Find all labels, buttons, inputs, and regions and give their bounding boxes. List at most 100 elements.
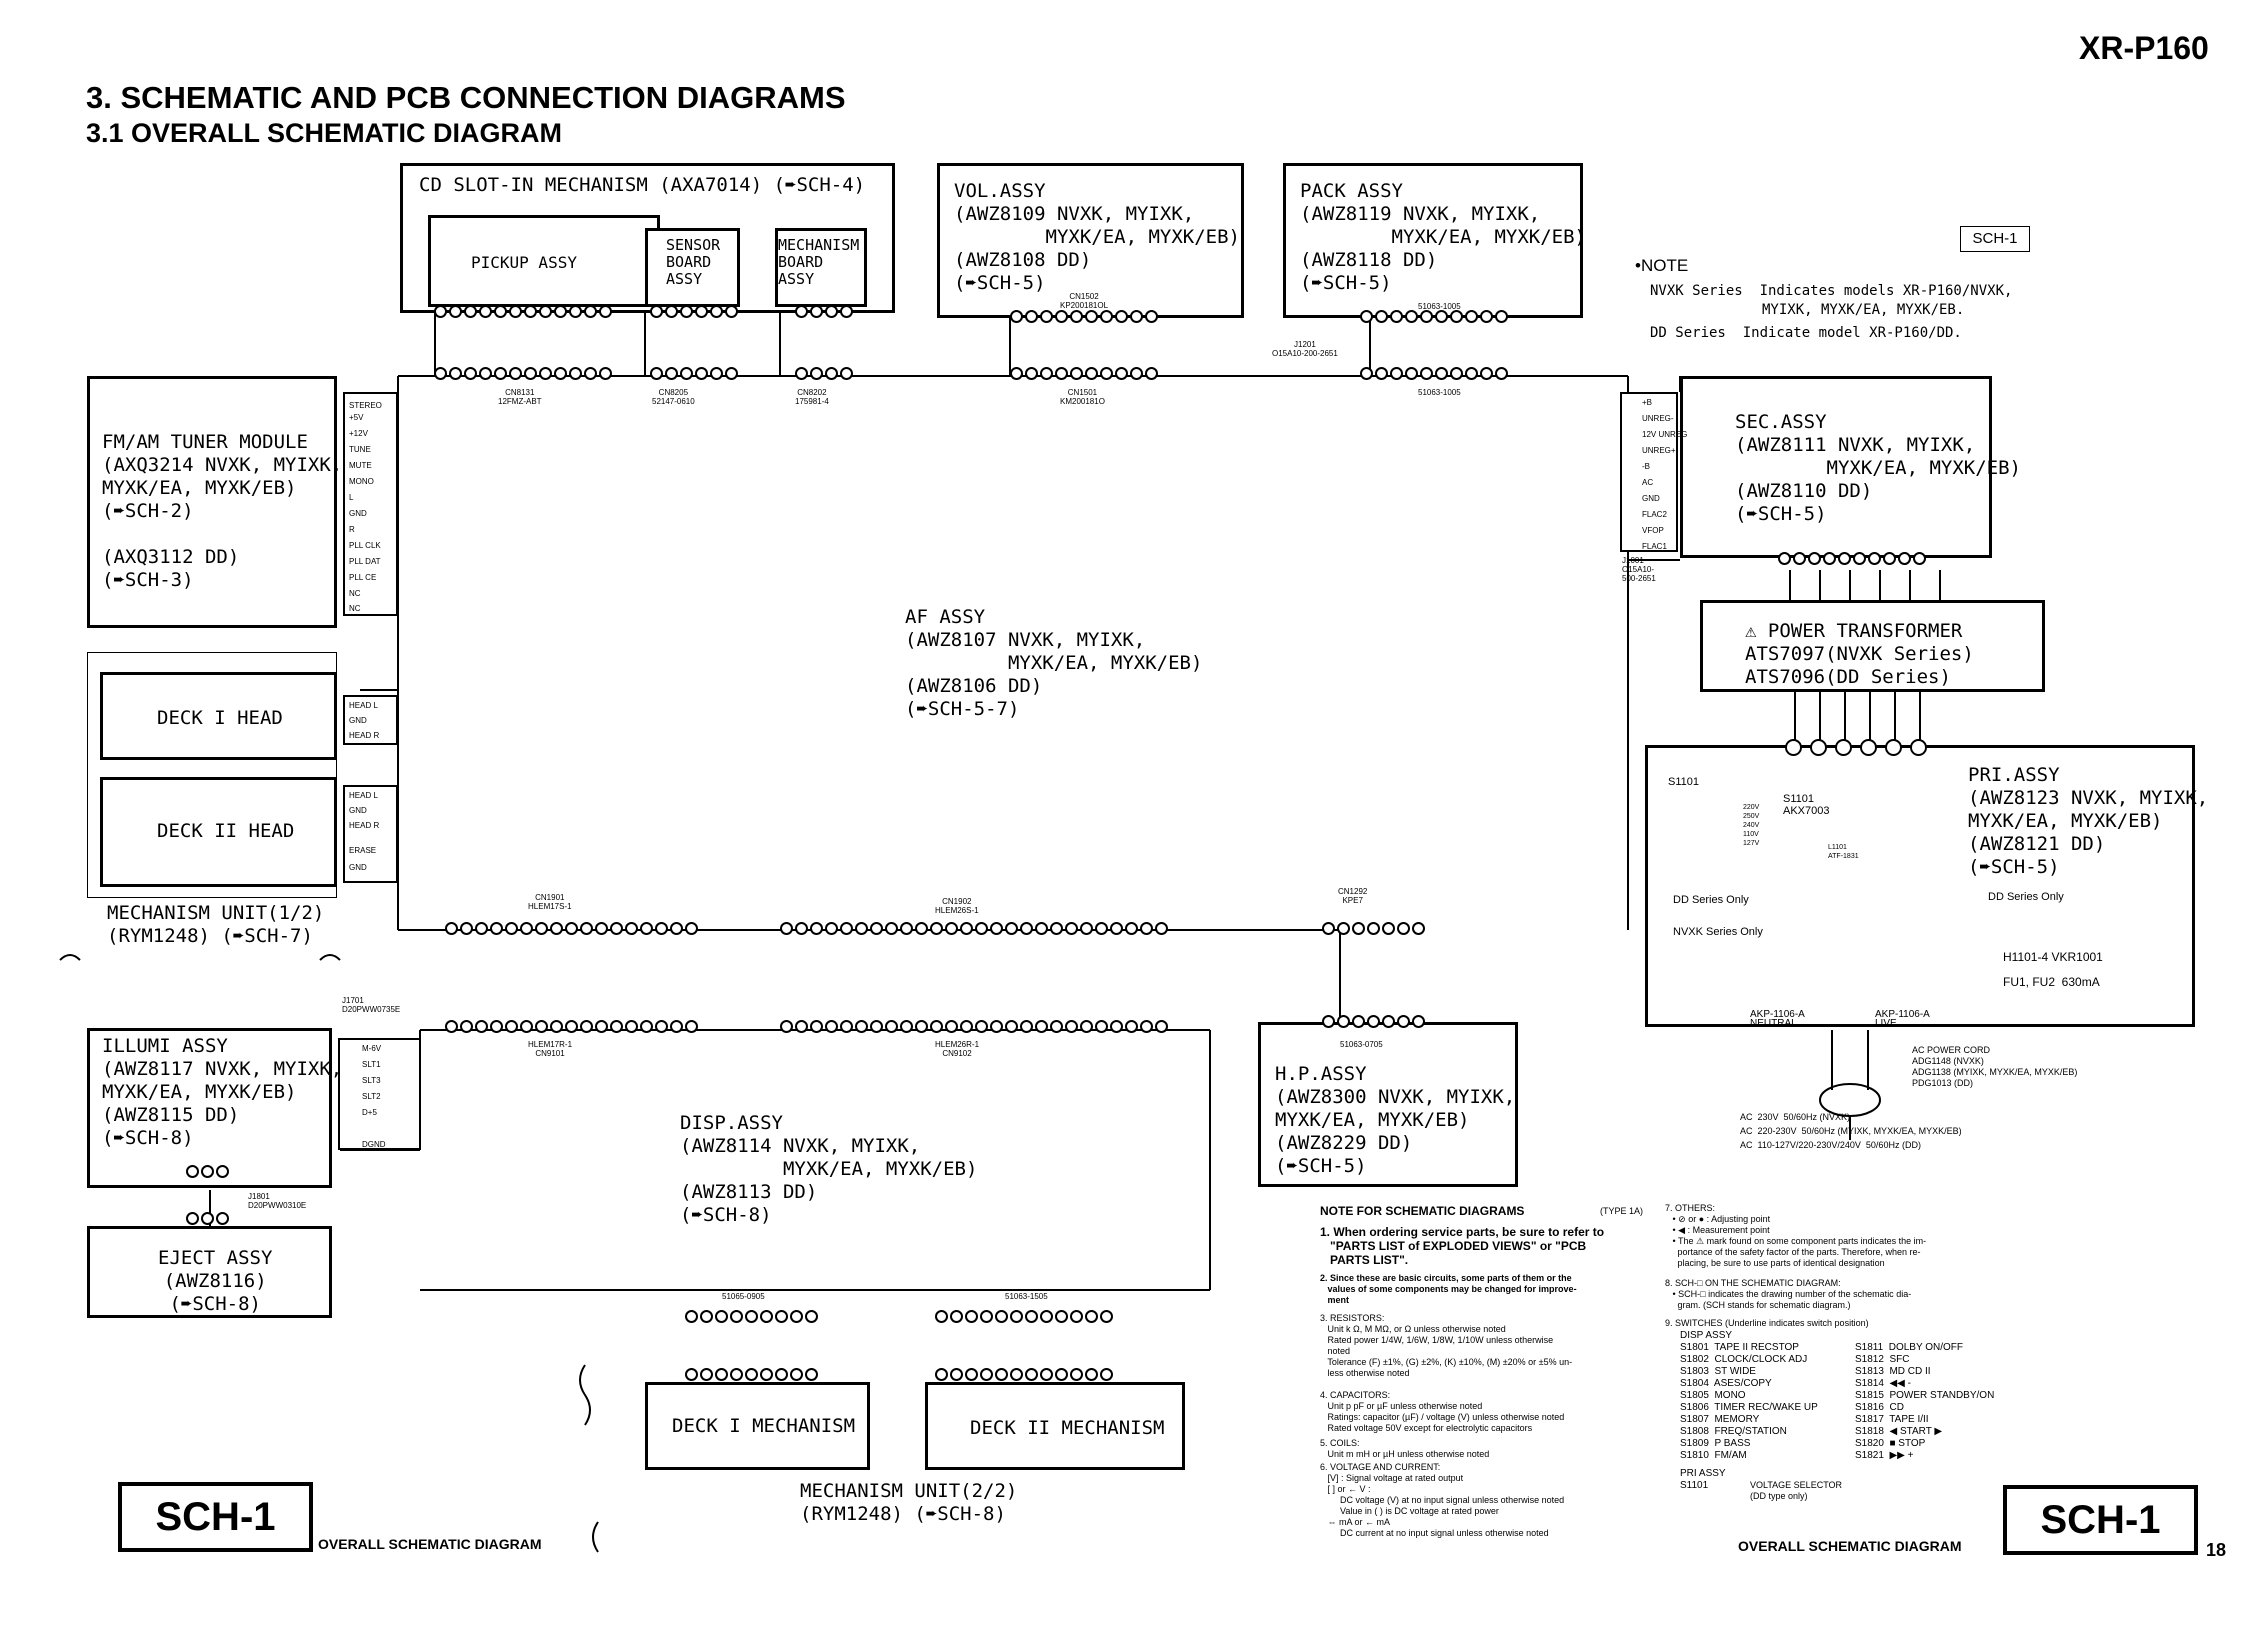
- mechanism-board-label: MECHANISM BOARD ASSY: [778, 236, 860, 288]
- illumi-pin-2: SLT3: [362, 1076, 381, 1085]
- j1701-label: J1701 D20PWW0735E: [342, 996, 401, 1014]
- cn1902-pins: [780, 922, 1170, 935]
- illumi-pin-3: SLT2: [362, 1092, 381, 1101]
- page-title: 3. SCHEMATIC AND PCB CONNECTION DIAGRAMS: [86, 80, 846, 115]
- cd-mechanism-label: CD SLOT-IN MECHANISM (AXA7014) (➨SCH-4): [419, 174, 866, 196]
- live-label: AKP-1106-A LIVE: [1875, 1009, 1930, 1029]
- af-assy-label: AF ASSY (AWZ8107 NVXK, MYIXK, MYXK/EA, M…: [905, 606, 1203, 720]
- sec-pin-1: UNREG-: [1642, 414, 1674, 423]
- cn1901-label: CN1901 HLEM17S-1: [528, 893, 572, 911]
- sec-pin-2: 12V UNREG: [1642, 430, 1688, 439]
- vol-assy-label: VOL.ASSY (AWZ8109 NVXK, MYIXK, MYXK/EA, …: [954, 180, 1240, 294]
- tuner-pin-7: GND: [349, 509, 367, 518]
- tuner-pin-11: PLL CE: [349, 573, 377, 582]
- pri-input-pins: [1785, 739, 1935, 756]
- j1201-label: J1201 O15A10-200-2651: [1272, 340, 1338, 358]
- dd-only-right: DD Series Only: [1988, 891, 2064, 903]
- cn1292-pins: [1322, 922, 1427, 935]
- deck1-mech-pins: [685, 1368, 820, 1381]
- sec-pin-6: GND: [1642, 494, 1660, 503]
- cn8202-label: CN8202 175981-4: [795, 388, 829, 406]
- sec-pin-5: AC: [1642, 478, 1654, 487]
- deck-2-head-pin-0: HEAD L: [349, 791, 378, 800]
- pri-assy-switch: PRI ASSY S1101: [1680, 1468, 1726, 1491]
- hlem17r-label: HLEM17R-1 CN9101: [528, 1040, 573, 1058]
- notes-item-3: 3. RESISTORS: Unit k Ω, M MΩ, or Ω unles…: [1320, 1313, 1573, 1378]
- deck-1-head-connector: HEAD L GND HEAD R: [343, 695, 398, 745]
- voltage-selector-note: VOLTAGE SELECTOR (DD type only): [1750, 1480, 1843, 1501]
- illumi-pin-1: SLT1: [362, 1060, 381, 1069]
- note-title: •NOTE: [1635, 256, 1689, 275]
- deck-2-head-pin-4: GND: [349, 863, 367, 872]
- nvxk-only: NVXK Series Only: [1673, 926, 1763, 938]
- illumi-pin-0: M-6V: [362, 1044, 382, 1053]
- note-line-3: DD Series Indicate model XR-P160/DD.: [1650, 325, 1962, 341]
- tuner-pin-12: NC: [349, 589, 361, 598]
- caption-left: OVERALL SCHEMATIC DIAGRAM: [318, 1536, 542, 1552]
- s0705-label: 51063-0705: [1340, 1040, 1383, 1049]
- page-subtitle: 3.1 OVERALL SCHEMATIC DIAGRAM: [86, 118, 563, 148]
- deck-2-head-pin-3: ERASE: [349, 846, 377, 855]
- page-number: 18: [2206, 1540, 2227, 1560]
- cn9101-pins: [445, 1020, 700, 1033]
- note-line-2: MYIXK, MYXK/EA, MYXK/EB.: [1762, 302, 1965, 318]
- cn1901-pins: [445, 922, 700, 935]
- hp-assy-label: H.P.ASSY (AWZ8300 NVXK, MYIXK, MYXK/EA, …: [1275, 1063, 1516, 1177]
- disp-assy-label: DISP.ASSY (AWZ8114 NVXK, MYIXK, MYXK/EA,…: [680, 1112, 978, 1226]
- cn8202-pins: [795, 305, 855, 318]
- pack-connector-pins-lower: [1360, 367, 1510, 380]
- notes-item-6: 6. VOLTAGE AND CURRENT: [V] : Signal vol…: [1320, 1462, 1565, 1538]
- pickup-assy-block: PICKUP ASSY: [428, 215, 660, 307]
- sec-pin-8: VFOP: [1642, 526, 1664, 535]
- s1101-label: S1101: [1668, 776, 1699, 788]
- voltage-tap-labels: 220V 250V 240V 110V 127V: [1743, 804, 1760, 847]
- deck-1-head-pin-1: GND: [349, 716, 367, 725]
- sec-assy-label: SEC.ASSY (AWZ8111 NVXK, MYIXK, MYXK/EA, …: [1735, 411, 2021, 525]
- pack-assy-block: PACK ASSY (AWZ8119 NVXK, MYIXK, MYXK/EA,…: [1283, 163, 1586, 318]
- s0905-pins: [685, 1310, 820, 1323]
- sch-badge: SCH-1: [1960, 226, 2030, 252]
- illumi-assy-block: ILLUMI ASSY (AWZ8117 NVXK, MYIXK, MYXK/E…: [87, 1028, 342, 1188]
- tuner-pin-8: R: [349, 525, 355, 534]
- fuse-label: H1101-4 VKR1001: [2003, 950, 2103, 964]
- j1001-pins: [1778, 552, 1928, 565]
- sec-connector: +B UNREG- 12V UNREG UNREG+ -B AC GND FLA…: [1620, 392, 1687, 552]
- hlem26r-label: HLEM26R-1 CN9102: [935, 1040, 980, 1058]
- illumi-pin-6: DGND: [362, 1140, 386, 1149]
- sec-pin-0: +B: [1642, 398, 1653, 407]
- deck-1-head-block: DECK I HEAD: [100, 672, 337, 760]
- tuner-pin-6: L: [349, 493, 354, 502]
- mechanism-unit-2-label: MECHANISM UNIT(2/2) (RYM1248) (➨SCH-8): [800, 1480, 1018, 1525]
- cn8205-pins: [650, 305, 740, 318]
- tuner-connector: STEREO +5V +12V TUNE MUTE MONO L GND R P…: [343, 392, 398, 616]
- cn8202-pins-lower: [795, 367, 855, 380]
- sch-1-footer-right: SCH-1: [2003, 1485, 2198, 1555]
- cn1501-pins: [1010, 367, 1160, 380]
- l1101-label: L1101 ATF-1831: [1828, 844, 1859, 860]
- deck-1-head-pin-0: HEAD L: [349, 701, 378, 710]
- tuner-module-block: FM/AM TUNER MODULE (AXQ3214 NVXK, MYIXK,…: [87, 376, 342, 628]
- switch-list-left: S1801 TAPE II RECSTOP S1802 CLOCK/CLOCK …: [1680, 1342, 1818, 1461]
- cn1292-label: CN1292 KPE7: [1338, 887, 1368, 905]
- tuner-module-label: FM/AM TUNER MODULE (AXQ3214 NVXK, MYIXK,…: [102, 431, 343, 591]
- sec-pin-9: FLAC1: [1642, 542, 1667, 551]
- notes-item-1: 1. When ordering service parts, be sure …: [1320, 1225, 1605, 1267]
- deck-2-head-pin-2: HEAD R: [349, 821, 380, 830]
- cn1902-label: CN1902 HLEM26S-1: [935, 897, 979, 915]
- tuner-pin-4: MUTE: [349, 461, 372, 470]
- power-transformer-block: ⚠ POWER TRANSFORMER ATS7097(NVXK Series)…: [1700, 600, 2045, 692]
- mechanism-unit-1-label: MECHANISM UNIT(1/2) (RYM1248) (➨SCH-7): [107, 902, 325, 947]
- illumi-assy-label: ILLUMI ASSY (AWZ8117 NVXK, MYIXK, MYXK/E…: [102, 1035, 343, 1149]
- notes-item-8: 8. SCH-□ ON THE SCHEMATIC DIAGRAM: • SCH…: [1665, 1278, 1912, 1310]
- neutral-label: AKP-1106-A NEUTRAL: [1750, 1009, 1805, 1029]
- hp-connector-pins: [1322, 1015, 1427, 1028]
- eject-assy-label: EJECT ASSY (AWZ8116) (➨SCH-8): [158, 1247, 273, 1315]
- vol-assy-block: VOL.ASSY (AWZ8109 NVXK, MYIXK, MYXK/EA, …: [937, 163, 1244, 318]
- notes-item-9: 9. SWITCHES (Underline indicates switch …: [1665, 1318, 1869, 1328]
- sec-pin-3: UNREG+: [1642, 446, 1676, 455]
- tuner-pin-10: PLL DAT: [349, 557, 381, 566]
- j1801-label: J1801 D20PWW0310E: [248, 1192, 307, 1210]
- tuner-pin-5: MONO: [349, 477, 374, 486]
- deck-1-head-label: DECK I HEAD: [157, 707, 283, 729]
- caption-right: OVERALL SCHEMATIC DIAGRAM: [1738, 1538, 1962, 1554]
